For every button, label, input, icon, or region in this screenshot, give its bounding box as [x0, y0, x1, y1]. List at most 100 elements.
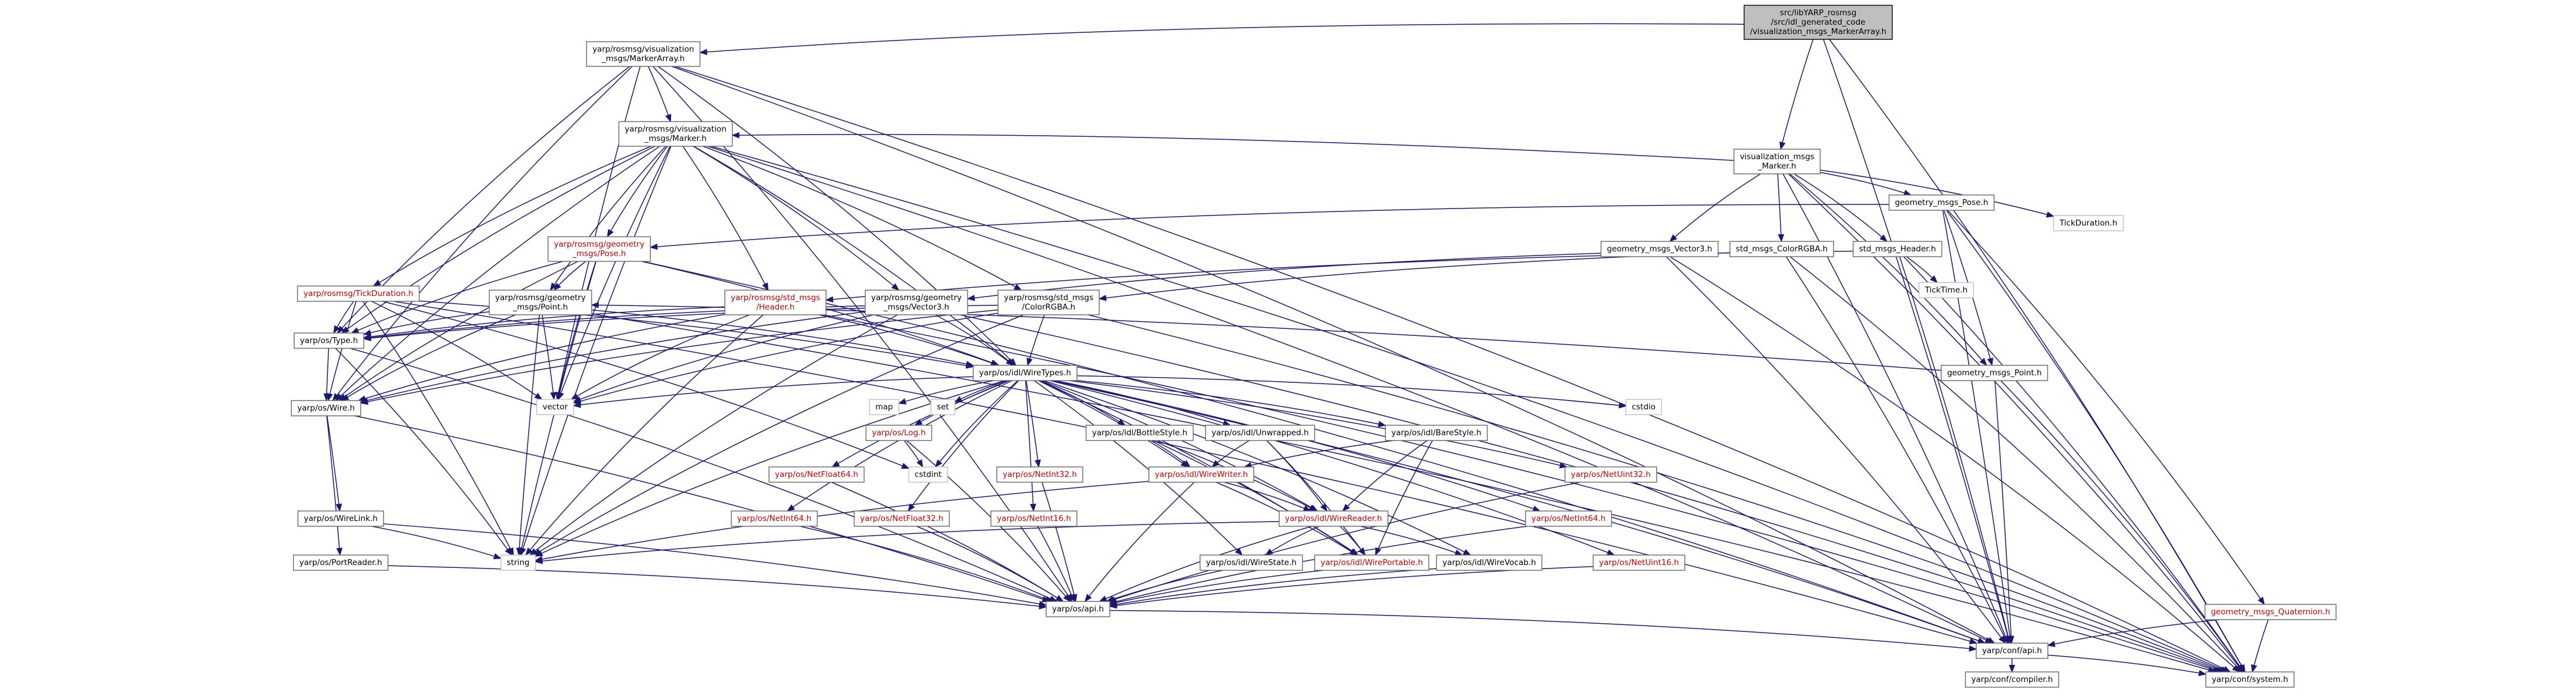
node-marker[interactable]: yarp/rosmsg/visualization_msgs/Marker.h — [618, 121, 733, 147]
node-wire[interactable]: yarp/os/Wire.h — [291, 400, 361, 416]
node-label: /ColorRGBA.h — [1022, 302, 1076, 312]
node-vm-marker-h[interactable]: visualization_msgs_Marker.h — [1733, 149, 1821, 174]
node-std-header-h[interactable]: std_msgs_Header.h — [1852, 241, 1943, 257]
node-bottlestyle[interactable]: yarp/os/idl/BottleStyle.h — [1086, 425, 1194, 441]
node-box — [1852, 241, 1943, 257]
node-string: string — [500, 554, 536, 571]
edge-pose-to-wire — [338, 261, 579, 401]
node-markerarray[interactable]: yarp/rosmsg/visualization_msgs/MarkerArr… — [586, 41, 701, 67]
node-wirereader[interactable]: yarp/os/idl/WireReader.h — [1278, 510, 1389, 527]
edge-vm-marker-h-to-tickduration-h — [1820, 169, 2055, 218]
edge-vm-marker-h-to-gm-pose-h — [1820, 172, 1912, 196]
node-netint16[interactable]: yarp/os/NetInt16.h — [990, 510, 1077, 527]
edge-wirewriter-to-string — [535, 480, 1149, 563]
node-label: yarp/os/api.h — [1052, 604, 1104, 614]
node-root[interactable]: src/libYARP_rosmsg/src/idl_generated_cod… — [1744, 5, 1893, 40]
node-box — [1888, 194, 1995, 211]
node-unwrapped[interactable]: yarp/os/idl/Unwrapped.h — [1205, 425, 1315, 441]
node-label: yarp/os/Log.h — [872, 428, 926, 438]
edge-barestyle-to-wirewriter — [1243, 440, 1393, 469]
node-netuint16[interactable]: yarp/os/NetUint16.h — [1593, 554, 1685, 571]
node-type[interactable]: yarp/os/Type.h — [293, 332, 365, 349]
edge-netint32-to-api — [1041, 482, 1077, 603]
node-box — [293, 554, 389, 571]
edge-vm-marker-h-to-conf-api — [1782, 173, 2009, 644]
node-label: yarp/rosmsg/TickDuration.h — [303, 289, 413, 298]
node-gm-vector3-h[interactable]: geometry_msgs_Vector3.h — [1600, 241, 1719, 257]
node-label: TickDuration.h — [2059, 218, 2117, 228]
node-netint64b[interactable]: yarp/os/NetInt64.h — [1525, 510, 1612, 527]
node-wiretypes[interactable]: yarp/os/idl/WireTypes.h — [972, 365, 1078, 381]
node-box — [865, 290, 968, 315]
node-netint64[interactable]: yarp/os/NetInt64.h — [731, 510, 818, 527]
edge-marker-to-wiretypes — [693, 146, 1015, 366]
edge-markerarray-to-system — [674, 66, 2231, 673]
edge-vector3-to-vector — [573, 314, 874, 402]
edge-colorrgba-to-string — [533, 314, 1024, 556]
edge-point-to-type — [363, 311, 489, 336]
node-vector3[interactable]: yarp/rosmsg/geometry_msgs/Vector3.h — [865, 290, 968, 315]
edge-wiretypes-to-netfloat64 — [831, 380, 1010, 468]
node-box — [1525, 510, 1612, 527]
node-pose[interactable]: yarp/rosmsg/geometry_msgs/Pose.h — [548, 236, 651, 262]
node-wirewriter[interactable]: yarp/os/idl/WireWriter.h — [1148, 466, 1254, 483]
node-box — [1918, 282, 1974, 298]
node-wirestate[interactable]: yarp/os/idl/WireState.h — [1200, 554, 1303, 571]
node-wirelink[interactable]: yarp/os/WireLink.h — [297, 510, 384, 527]
node-api[interactable]: yarp/os/api.h — [1046, 601, 1110, 617]
node-label: yarp/rosmsg/std_msgs — [731, 293, 820, 302]
node-label: yarp/os/NetFloat64.h — [775, 470, 858, 479]
node-netfloat32[interactable]: yarp/os/NetFloat32.h — [854, 510, 950, 527]
node-box — [990, 510, 1077, 527]
edge-tickduration-to-type — [333, 301, 354, 334]
edge-marker-to-wire — [335, 146, 660, 401]
node-label: yarp/rosmsg/geometry — [871, 293, 962, 302]
node-wirevocab[interactable]: yarp/os/idl/WireVocab.h — [1436, 554, 1543, 571]
node-std-colorrgba-h[interactable]: std_msgs_ColorRGBA.h — [1729, 241, 1834, 257]
node-label: yarp/os/Wire.h — [297, 404, 355, 413]
node-box — [297, 510, 384, 527]
edge-gm-point-h-to-conf-api — [1994, 380, 2014, 644]
edge-gm-point-h-to-system — [2000, 380, 2244, 673]
edge-netint64-to-api — [800, 526, 1053, 602]
edge-wiretypes-to-cstdio — [1077, 375, 1627, 409]
node-label: yarp/os/idl/WireVocab.h — [1442, 558, 1536, 567]
node-gm-point-h[interactable]: geometry_msgs_Point.h — [1940, 365, 2048, 381]
node-gm-pose-h[interactable]: geometry_msgs_Pose.h — [1888, 194, 1995, 211]
edge-wiretypes-to-set — [954, 380, 1007, 403]
edge-tickduration-to-wire — [327, 301, 357, 402]
node-conf-api[interactable]: yarp/conf/api.h — [1976, 643, 2048, 659]
node-compiler[interactable]: yarp/conf/compiler.h — [1964, 671, 2060, 688]
node-tickduration[interactable]: yarp/rosmsg/TickDuration.h — [297, 285, 420, 302]
edge-tickduration-to-vector — [371, 301, 543, 400]
node-portreader[interactable]: yarp/os/PortReader.h — [293, 554, 389, 571]
node-label: vector — [543, 402, 568, 412]
edge-markerarray-to-wire — [332, 66, 633, 402]
node-log[interactable]: yarp/os/Log.h — [865, 425, 932, 441]
node-gm-quaternion-h[interactable]: geometry_msgs_Quaternion.h — [2204, 604, 2337, 620]
node-box — [2053, 215, 2124, 231]
node-label: yarp/os/Type.h — [300, 336, 358, 345]
node-point[interactable]: yarp/rosmsg/geometry_msgs/Point.h — [489, 290, 592, 315]
node-netint32[interactable]: yarp/os/NetInt32.h — [996, 466, 1083, 483]
edge-markerarray-to-wiretypes — [657, 66, 1017, 366]
node-netfloat64[interactable]: yarp/os/NetFloat64.h — [768, 466, 865, 483]
node-colorrgba[interactable]: yarp/rosmsg/std_msgs/ColorRGBA.h — [998, 290, 1100, 315]
edge-wireportable-to-api — [1109, 570, 1324, 606]
node-label: TickTime.h — [1925, 285, 1968, 295]
node-label: std_msgs_Header.h — [1859, 244, 1936, 254]
edge-root-to-conf-api — [1823, 39, 2011, 644]
node-label: yarp/rosmsg/visualization — [592, 45, 694, 54]
edge-wirereader-to-wireportable — [1339, 526, 1366, 556]
node-std-header[interactable]: yarp/rosmsg/std_msgs/Header.h — [724, 290, 827, 315]
edge-wirelink-to-api — [383, 523, 1047, 607]
node-wireportable[interactable]: yarp/os/idl/WirePortable.h — [1314, 554, 1429, 571]
edge-vector3-to-wiretypes — [935, 314, 1015, 366]
node-barestyle[interactable]: yarp/os/idl/BareStyle.h — [1385, 425, 1488, 441]
node-box — [1600, 241, 1719, 257]
node-netuint32[interactable]: yarp/os/NetUint32.h — [1564, 466, 1657, 483]
node-box — [1733, 149, 1821, 174]
node-system[interactable]: yarp/conf/system.h — [2205, 671, 2295, 688]
edge-colorrgba-to-vector — [573, 312, 999, 405]
edge-point-to-string — [516, 314, 540, 556]
